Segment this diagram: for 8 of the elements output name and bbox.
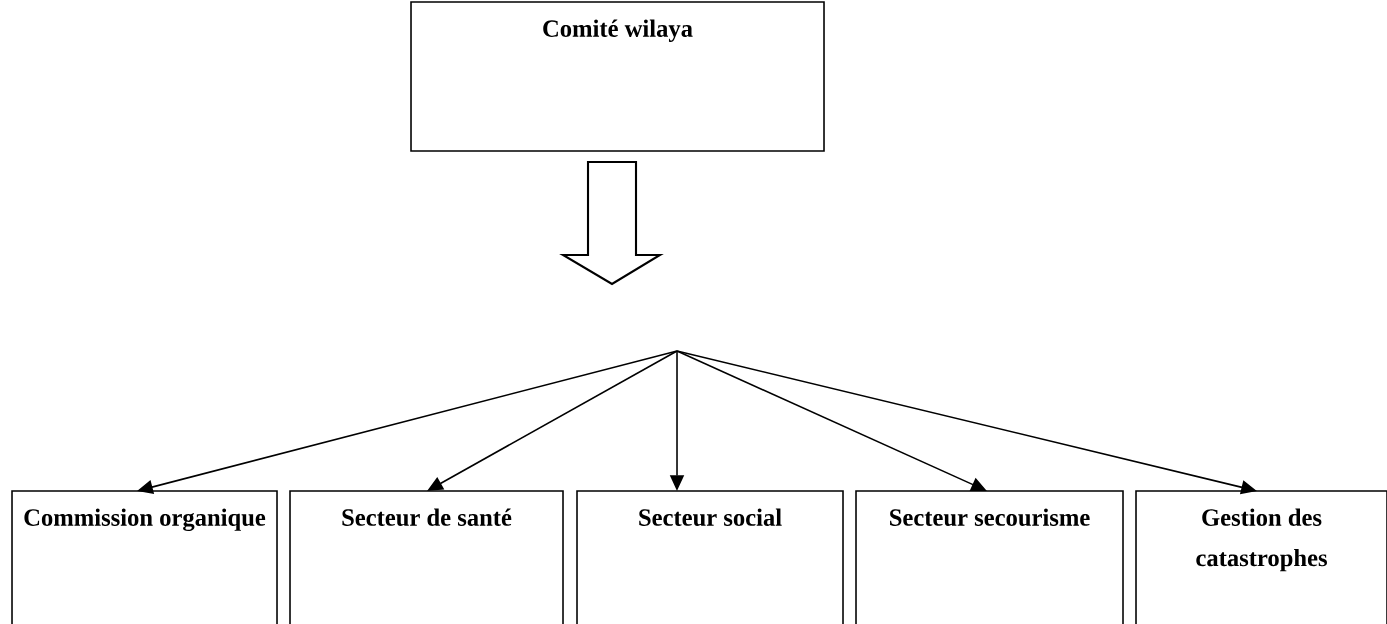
sector-box: Secteur secourisme — [855, 490, 1124, 624]
sector-box: Secteur social — [576, 490, 844, 624]
committee-box: Comité wilaya — [410, 1, 825, 152]
arrow — [427, 350, 678, 491]
sector-box: Commission organique — [11, 490, 278, 624]
sector-box: Secteur de santé — [289, 490, 564, 624]
sector-box: Gestion des catastrophes — [1135, 490, 1387, 624]
block-arrow — [559, 160, 664, 286]
